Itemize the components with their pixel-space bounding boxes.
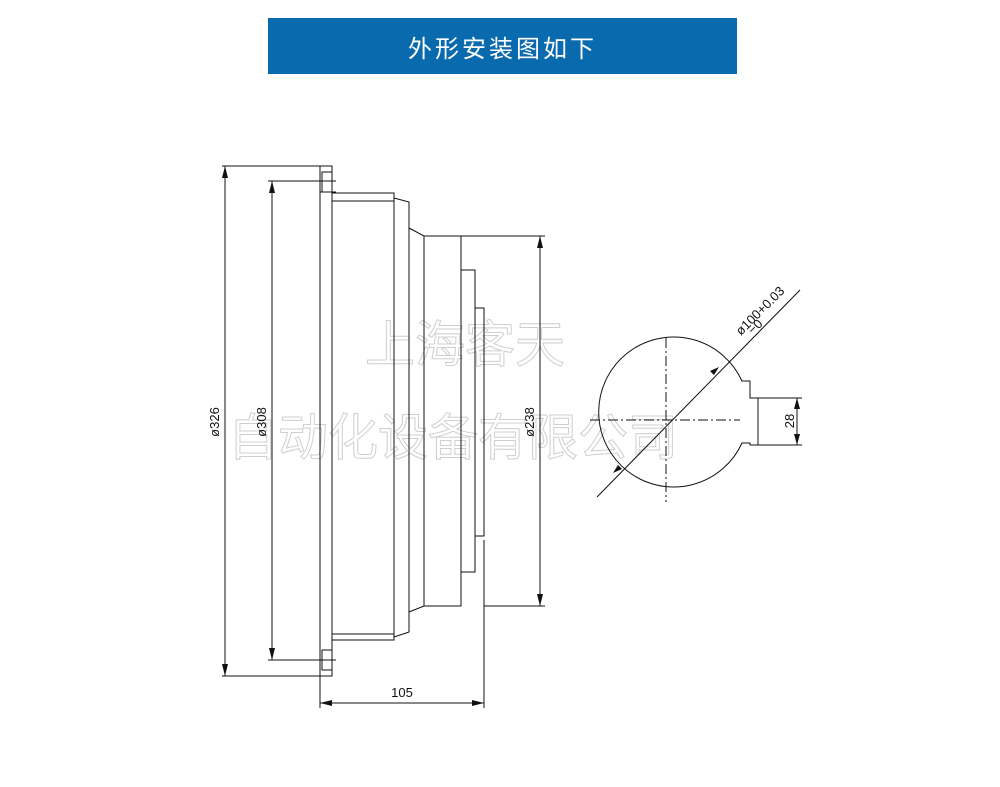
side-view: [222, 165, 545, 708]
body-outline: [332, 192, 395, 641]
end-view: [590, 289, 802, 502]
arrowheads: [222, 166, 543, 706]
dim-line-bore: [596, 289, 801, 498]
shaft-end: [474, 307, 485, 537]
dim-label-308: ø308: [254, 407, 269, 437]
dim-label-28: 28: [782, 414, 797, 428]
end-view-arrowheads: [613, 367, 800, 473]
watermark-line2: 自动化设备有限公司: [228, 409, 678, 467]
dim-label-326: ø326: [207, 407, 222, 437]
bore-outline: [598, 336, 759, 488]
watermark-line1: 上海客天: [365, 316, 565, 374]
dim-label-105: 105: [391, 685, 413, 700]
flange-outline: [319, 165, 333, 677]
dim-label-238: ø238: [522, 407, 537, 437]
page-title: 外形安装图如下: [268, 18, 737, 74]
